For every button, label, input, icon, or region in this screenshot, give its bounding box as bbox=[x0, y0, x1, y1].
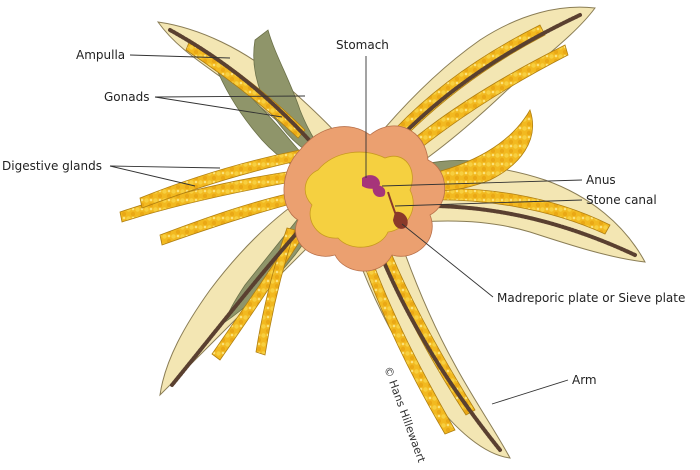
anus-marking bbox=[362, 175, 380, 189]
arm-upper-right bbox=[359, 6, 596, 171]
label-digestive-glands: Digestive glands bbox=[2, 159, 102, 173]
ampulla-upper-left bbox=[168, 28, 320, 152]
madreporic-plate bbox=[393, 211, 408, 229]
leader-gonads-2 bbox=[154, 96, 283, 118]
label-ampulla: Ampulla bbox=[76, 48, 125, 62]
leader-digestive-1 bbox=[109, 165, 221, 169]
gland-upper-right-2 bbox=[397, 44, 569, 161]
leader-madreporic-plate bbox=[401, 223, 494, 298]
label-arm: Arm bbox=[572, 373, 597, 387]
label-madreporic-plate: Madreporic plate or Sieve plate bbox=[497, 291, 685, 305]
central-disc bbox=[304, 151, 414, 248]
ampulla-lower-right bbox=[373, 238, 502, 452]
anus-marking-2 bbox=[372, 185, 386, 197]
leader-stone-canal bbox=[394, 199, 583, 207]
leader-gonads-1 bbox=[154, 95, 306, 98]
label-gonads: Gonads bbox=[104, 90, 149, 104]
ampulla-right bbox=[418, 203, 637, 257]
leader-digestive-2 bbox=[109, 165, 196, 187]
central-disc-group bbox=[283, 125, 446, 272]
leader-ampulla bbox=[129, 54, 231, 59]
gland-lower-right-1 bbox=[356, 239, 456, 435]
leader-anus bbox=[381, 179, 583, 187]
label-stomach: Stomach bbox=[336, 38, 389, 52]
gland-right-2 bbox=[424, 109, 533, 192]
label-anus: Anus bbox=[586, 173, 616, 187]
label-stone-canal: Stone canal bbox=[586, 193, 657, 207]
leader-arm bbox=[491, 379, 569, 405]
gland-right-1 bbox=[419, 188, 611, 235]
